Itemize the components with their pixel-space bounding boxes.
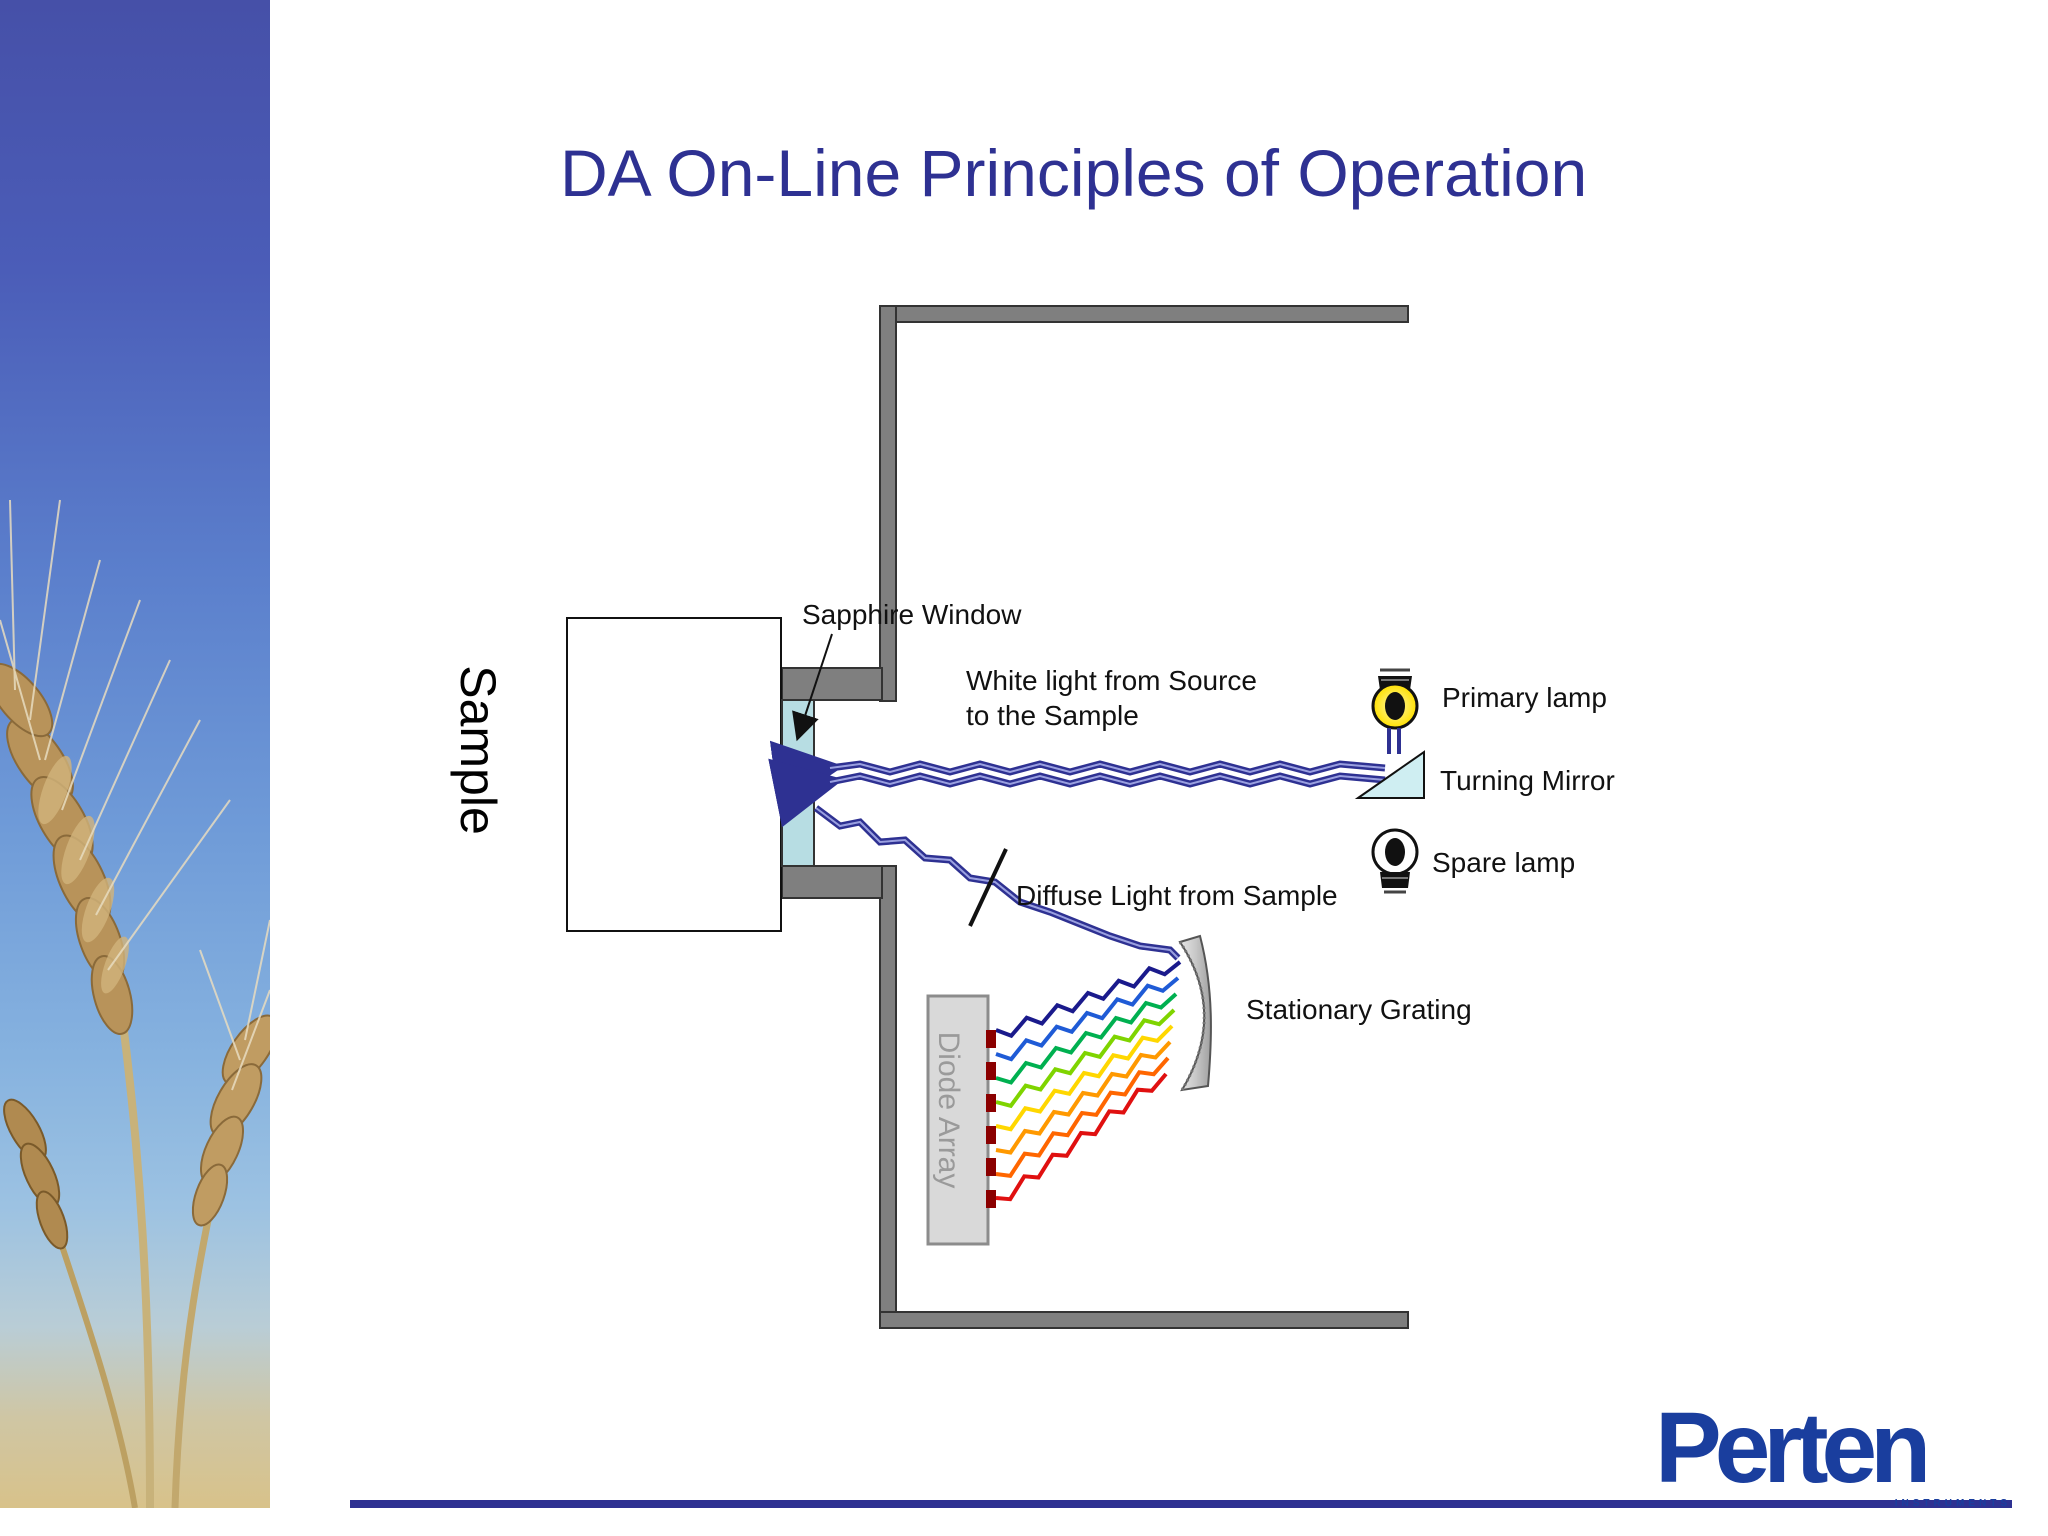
logo-wordmark: Perten bbox=[1655, 1392, 1931, 1504]
housing-upper-wall bbox=[879, 305, 897, 702]
spectrum-ray bbox=[995, 976, 1180, 1062]
diode-element bbox=[986, 1126, 996, 1144]
footer-rule bbox=[350, 1500, 2012, 1508]
sample-box bbox=[566, 617, 782, 932]
diode-elements bbox=[986, 1030, 996, 1208]
diode-element bbox=[986, 1190, 996, 1208]
diode-array bbox=[926, 994, 990, 1246]
diode-element bbox=[986, 1158, 996, 1176]
perten-logo: Perten INSTRUMENTS bbox=[1655, 1398, 2015, 1512]
stationary-grating-label: Stationary Grating bbox=[1246, 994, 1472, 1025]
housing-bottom-bar bbox=[879, 1311, 1409, 1329]
sapphire-window bbox=[781, 699, 815, 867]
housing-top-bar bbox=[879, 305, 1409, 323]
instrument-housing bbox=[781, 305, 1409, 1329]
dispersed-spectrum bbox=[995, 960, 1182, 1202]
spectrum-ray bbox=[995, 1072, 1168, 1202]
spectrum-ray bbox=[995, 1024, 1174, 1132]
white-light-label-line2: to the Sample bbox=[966, 700, 1139, 731]
diode-element bbox=[986, 1062, 996, 1080]
housing-lower-wall bbox=[879, 865, 897, 1315]
slide-title: DA On-Line Principles of Operation bbox=[560, 136, 1588, 210]
diode-element bbox=[986, 1094, 996, 1112]
wheat-illustration bbox=[0, 499, 270, 1508]
sapphire-window-label: Sapphire Window bbox=[802, 599, 1022, 630]
primary-lamp-icon bbox=[1371, 668, 1419, 754]
white-light-label-line1: White light from Source bbox=[966, 665, 1257, 696]
turning-mirror-label: Turning Mirror bbox=[1440, 765, 1615, 796]
diffuse-light-beam bbox=[813, 805, 1181, 961]
spectrum-ray bbox=[995, 1008, 1176, 1109]
sapphire-window-pointer bbox=[792, 633, 833, 742]
spectrum-ray bbox=[995, 1056, 1170, 1178]
diode-element bbox=[986, 1030, 996, 1048]
window-port-upper bbox=[781, 667, 883, 701]
sample-label: Sample bbox=[450, 665, 506, 835]
spare-lamp-icon bbox=[1371, 828, 1419, 894]
window-port-lower bbox=[781, 865, 883, 899]
spectrum-ray bbox=[995, 1040, 1172, 1155]
diffuse-light-label: Diffuse Light from Sample bbox=[1016, 880, 1338, 911]
spectrum-ray bbox=[995, 992, 1178, 1085]
diode-array-label: Diode Array bbox=[932, 1031, 965, 1189]
logo-subtitle: INSTRUMENTS bbox=[1894, 1498, 2011, 1509]
spectrum-ray bbox=[995, 960, 1182, 1039]
stationary-grating bbox=[1178, 934, 1212, 1092]
primary-lamp-label: Primary lamp bbox=[1442, 682, 1607, 713]
turning-mirror-icon bbox=[1354, 750, 1425, 799]
entrance-slit bbox=[968, 848, 1008, 927]
wheat-photo-panel bbox=[0, 0, 270, 1508]
spare-lamp-label: Spare lamp bbox=[1432, 847, 1576, 878]
